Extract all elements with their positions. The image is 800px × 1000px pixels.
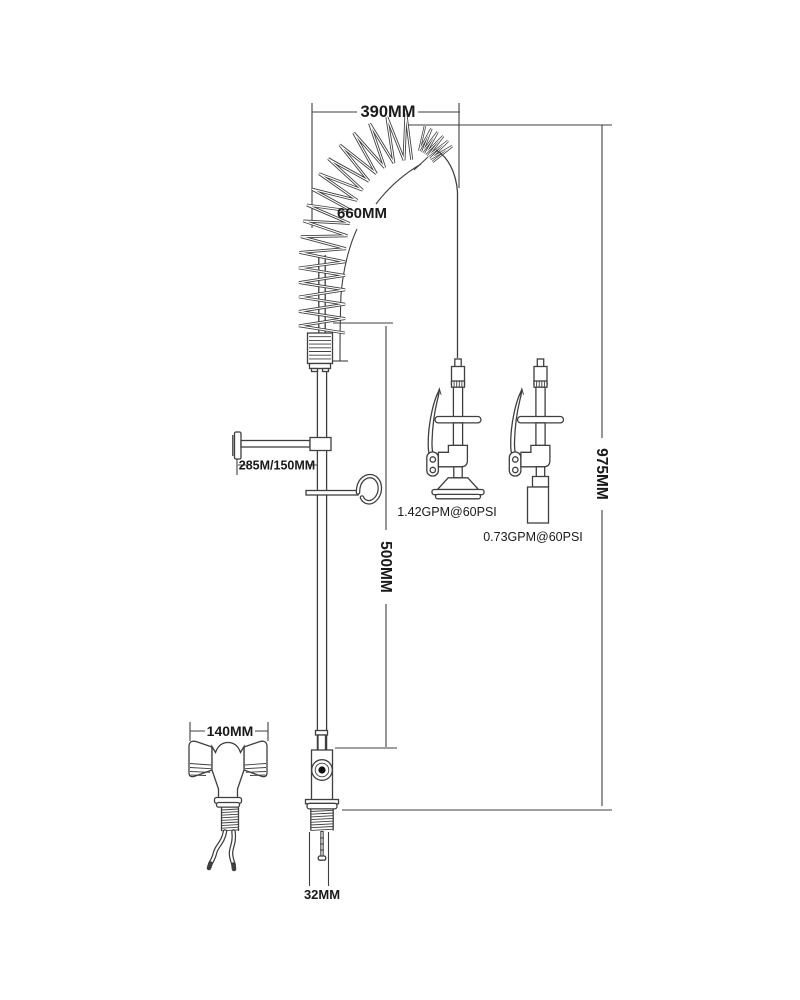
faucet-figure [188,113,565,872]
cylinder-nozzle [526,486,550,524]
hose-hook [305,473,383,505]
base-threaded-shank [310,809,334,831]
spray-face-trumpet [436,477,480,491]
handle-threaded-shank [220,807,240,832]
dim-660-curve [332,156,429,362]
spray-valve-low-flow [508,358,565,524]
dim-140mm-label: 140MM [207,723,254,739]
bracket-arm [240,439,311,448]
dim-500mm-label: 500MM [377,541,394,593]
dim-500-lines [333,322,397,749]
labels: 390MM 660MM 975MM 500MM 285M/150MM 140MM… [207,103,610,902]
spray-valve-standard [426,358,485,500]
dim-140-lines [189,722,269,741]
wall-bracket [232,431,332,460]
base-stud [317,831,327,861]
bracket-wall-flange [233,431,242,460]
supply-hoses [206,829,237,872]
base-assembly [304,729,340,861]
handle-assembly [188,740,268,872]
dim-285-lines [236,459,318,475]
base-fitting-port [318,766,326,774]
hose-tail [435,149,459,358]
hose-collar [306,332,334,373]
riser-pipe [316,368,328,750]
dim-975mm-label: 975MM [593,448,610,500]
dim-32mm-label: 32MM [304,887,340,902]
dimension-lines [189,103,612,886]
dim-390mm-label: 390MM [360,103,415,121]
dim-32-lines [308,832,330,886]
flow-rate-low-flow-label: 0.73GPM@60PSI [483,530,583,544]
coiled-spring-hose [298,113,453,335]
dim-285mm-label: 285M/150MM [239,459,315,473]
dim-660mm-label: 660MM [337,205,387,222]
dim-390-lines [311,103,460,228]
dim-975-lines [342,124,612,811]
hook-bar [305,489,359,496]
bracket-clamp [309,436,332,452]
flow-rate-spray-valve-label: 1.42GPM@60PSI [397,505,497,519]
handle-body [211,741,245,799]
